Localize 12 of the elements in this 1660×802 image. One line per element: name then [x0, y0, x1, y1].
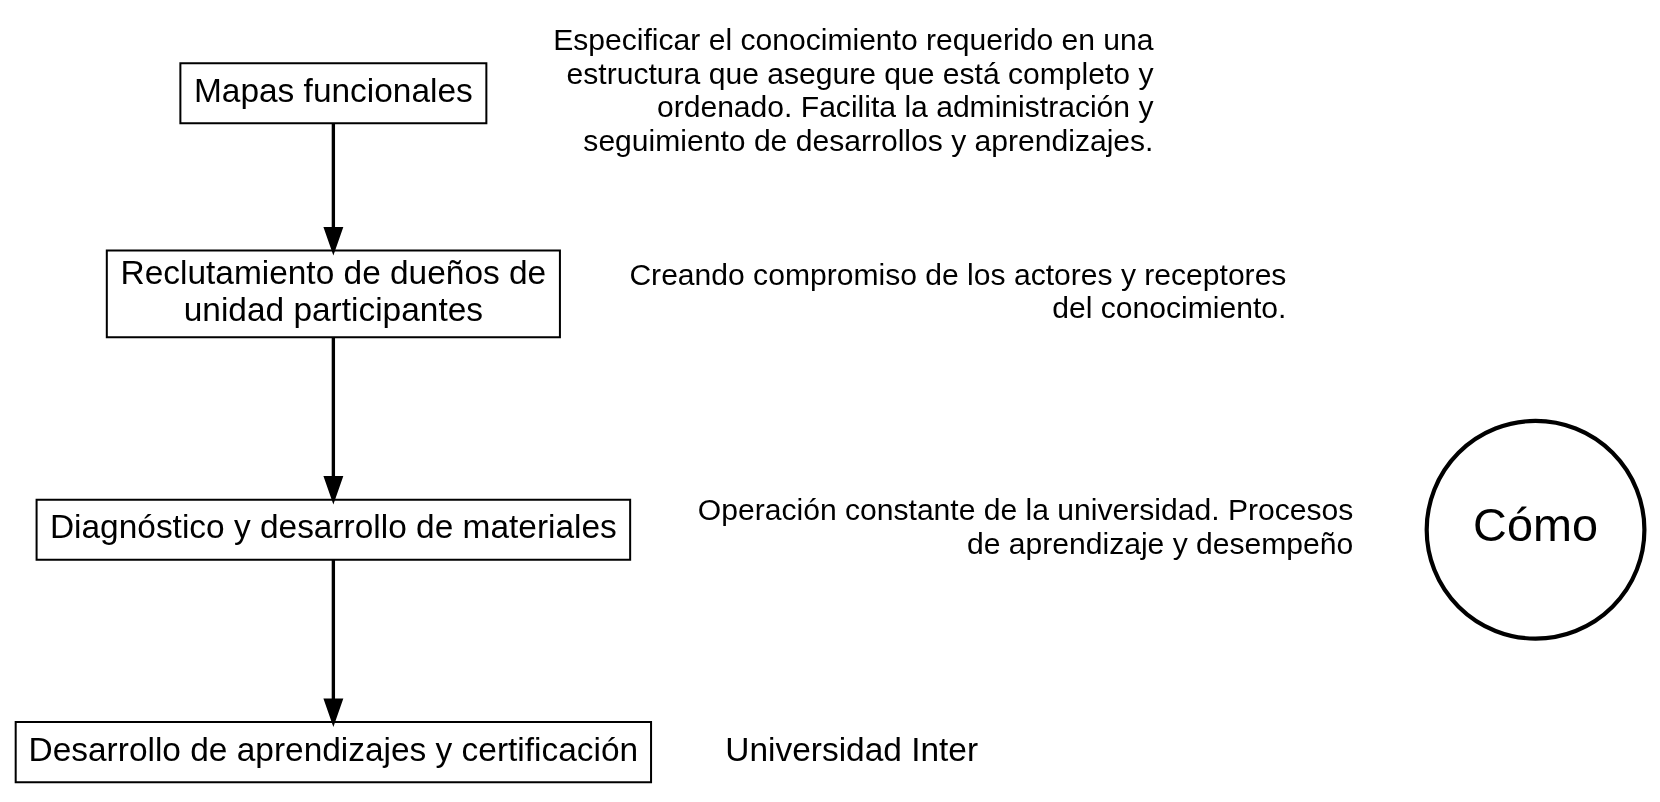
node-box: Diagnóstico y desarrollo de materiales — [35, 498, 632, 561]
arrow — [323, 337, 344, 505]
node-circle: Cómo — [1424, 418, 1647, 641]
node-label: Operación constante de la universidad. Procesos de aprendizaje y desempeño — [697, 493, 1354, 560]
node-label: Especificar el conocimiento requerido en una estructura que asegure que está completo y ordenado. Facilita la administración y seguimiento de desarrollos y aprendizajes. — [553, 23, 1154, 157]
node-box: Mapas funcionales — [179, 62, 488, 125]
label: Universidad Inter — [725, 730, 979, 768]
arrow — [323, 560, 344, 727]
node-box: Reclutamiento de dueños de unidad participantes — [105, 249, 561, 339]
node-label: Creando compromiso de los actores y receptores del conocimiento. — [629, 257, 1287, 324]
node-box: Desarrollo de aprendizajes y certificación — [14, 721, 653, 784]
arrow — [323, 123, 344, 256]
